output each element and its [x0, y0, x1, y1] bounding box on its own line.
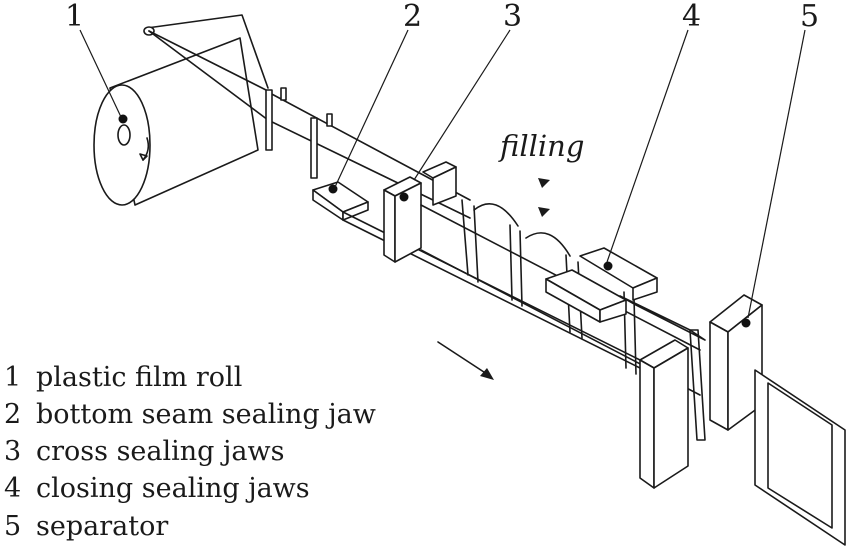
bottom-seam-sealing-jaw	[312, 181, 369, 221]
finished-pouch	[754, 369, 846, 546]
legend-num-5: 5	[4, 511, 21, 542]
legend-num-4: 4	[4, 473, 21, 504]
callout-1: 1	[65, 0, 84, 34]
legend-text-4: closing sealing jaws	[36, 473, 310, 504]
legend: 1 plastic film roll 2 bottom seam sealin…	[4, 362, 376, 542]
closing-sealing-jaws	[545, 247, 658, 323]
callout-2: 2	[403, 0, 422, 34]
callout-3: 3	[503, 0, 522, 34]
legend-text-5: separator	[36, 511, 168, 542]
legend-num-2: 2	[4, 399, 21, 430]
guide-plate	[619, 295, 706, 489]
plastic-film-roll	[93, 37, 259, 206]
legend-num-1: 1	[4, 362, 21, 393]
pouch-chain	[420, 199, 701, 396]
legend-text-2: bottom seam sealing jaw	[36, 399, 376, 430]
callout-4: 4	[682, 0, 701, 34]
separator	[709, 294, 763, 431]
callout-5: 5	[800, 0, 819, 34]
legend-num-3: 3	[4, 436, 21, 467]
direction-arrow	[437, 341, 494, 380]
cross-sealing-jaws	[383, 161, 457, 263]
filling-label: filling	[498, 129, 584, 163]
callout-leaders	[79, 29, 806, 319]
filling-arrows	[538, 178, 550, 217]
legend-text-3: cross sealing jaws	[36, 436, 284, 467]
legend-text-1: plastic film roll	[36, 362, 242, 393]
